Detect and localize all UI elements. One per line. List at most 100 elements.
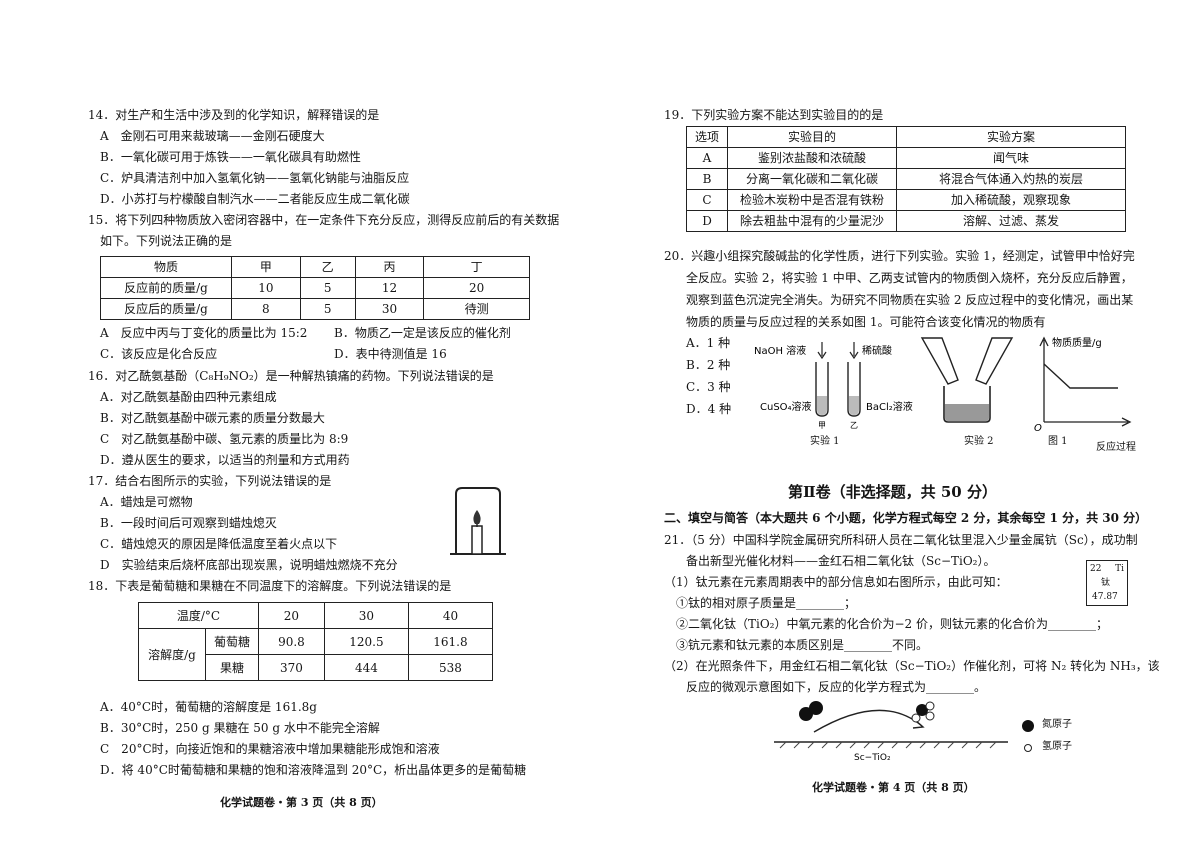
q20-option-b: B．2 种 [686, 358, 731, 372]
table-row: D 除去粗盐中混有的少量泥沙 溶解、过滤、蒸发 [686, 210, 1126, 232]
q17-option-d: D 实验结束后烧杯底部出现炭黑，说明蜡烛燃烧不充分 [100, 558, 398, 572]
section-title: 第Ⅱ卷（非选择题，共 50 分） [788, 483, 997, 501]
q15-option-a: A 反应中丙与丁变化的质量比为 15:2 [100, 326, 308, 340]
table-header: 20 [258, 602, 325, 629]
table-cell: 待测 [423, 298, 530, 320]
table-header: 选项 [686, 126, 728, 148]
origin-label: O [1034, 423, 1042, 434]
table-cell: B [686, 168, 728, 190]
table-cell: 5 [299, 277, 356, 299]
table-cell: 538 [407, 654, 494, 681]
q18-option-c: C 20°C时，向接近饱和的果糖溶液中增加果糖能形成饱和溶液 [100, 742, 440, 756]
titanium-element-card: 22 Ti 钛 47.87 [1086, 560, 1128, 606]
q18-option-a: A．40°C时，葡萄糖的溶解度是 161.8g [100, 700, 317, 714]
q20-option-a: A．1 种 [686, 336, 731, 350]
x-axis-label: 反应过程 [1096, 442, 1136, 453]
table-header: 实验目的 [727, 126, 897, 148]
q20-option-d: D．4 种 [686, 402, 732, 416]
table-cell: 加入稀硫酸，观察现象 [896, 189, 1126, 211]
table-cell: 444 [323, 654, 409, 681]
table-cell: 将混合气体通入灼热的炭层 [896, 168, 1126, 190]
q21-part1a: ①钛的相对原子质量是________； [676, 596, 857, 610]
q17-option-b: B．一段时间后可观察到蜡烛熄灭 [100, 516, 277, 530]
table-cell: 溶解、过滤、蒸发 [896, 210, 1126, 232]
q21-part1: （1）钛元素在元素周期表中的部分信息如右图所示，由此可知： [664, 575, 1008, 589]
atom-legend-icons [1022, 720, 1034, 752]
tube-yi-label: 乙 [850, 421, 858, 430]
table-header: 甲 [231, 256, 301, 278]
q20-option-c: C．3 种 [686, 380, 731, 394]
table-row: 反应后的质量/g 8 5 30 待测 [100, 298, 530, 320]
q16-stem: 16．对乙酰氨基酚（C₈H₉NO₂）是一种解热镇痛的药物。下列说法错误的是 [88, 369, 494, 383]
table-header: 30 [323, 602, 409, 629]
q15-stem-line2: 如下。下列说法正确的是 [100, 234, 233, 248]
q18-option-b: B．30°C时，250 g 果糖在 50 g 水中不能完全溶解 [100, 721, 380, 735]
table-row: 果糖 370 444 538 [139, 654, 494, 681]
table-cell: 90.8 [258, 628, 325, 655]
catalyst-label: Sc−TiO₂ [854, 753, 891, 763]
table-cell: D [686, 210, 728, 232]
table-header: 乙 [299, 256, 356, 278]
table-row: 温度/°C 20 30 40 [138, 602, 494, 629]
q20-line3: 观察到蓝色沉淀完全消失。为研究不同物质在实验 2 反应过程中的变化情况，画出某 [686, 293, 1134, 307]
table-cell: 反应后的质量/g [100, 298, 232, 320]
table-cell: 葡萄糖 [205, 628, 259, 655]
q19-stem: 19．下列实验方案不能达到实验目的的是 [664, 108, 884, 122]
q21-part2-line1: （2）在光照条件下，用金红石相二氧化钛（Sc−TiO₂）作催化剂，可将 N₂ 转… [664, 659, 1160, 673]
table-cell: 除去粗盐中混有的少量泥沙 [727, 210, 897, 232]
q21-part1b: ②二氧化钛（TiO₂）中氧元素的化合价为−2 价，则钛元素的化合价为______… [676, 617, 1108, 631]
q17-option-a: A．蜡烛是可燃物 [100, 495, 193, 509]
left-page: 14．对生产和生活中涉及到的化学知识，解释错误的是 A 金刚石可用来裁玻璃——金… [88, 0, 559, 848]
table-cell: 10 [231, 277, 301, 299]
table-cell: 反应前的质量/g [100, 277, 232, 299]
q21-part2-line2: 反应的微观示意图如下，反应的化学方程式为________。 [686, 680, 987, 694]
table-cell: 鉴别浓盐酸和浓硫酸 [727, 147, 897, 169]
table-row: 选项 实验目的 实验方案 [686, 126, 1126, 148]
table-header: 丙 [354, 256, 425, 278]
table-cell: 溶解度/g [138, 628, 206, 681]
q18-option-d: D．将 40°C时葡萄糖和果糖的饱和溶液降温到 20°C，析出晶体更多的是葡萄糖 [100, 763, 527, 777]
q16-option-a: A．对乙酰氨基酚由四种元素组成 [100, 390, 277, 404]
table-cell: 检验木炭粉中是否混有铁粉 [727, 189, 897, 211]
q14-option-b: B．一氧化碳可用于炼铁——一氧化碳具有助燃性 [100, 150, 361, 164]
atomic-mass: 47.87 [1092, 592, 1118, 602]
h2so4-label: 稀硫酸 [862, 344, 892, 357]
table-cell: 120.5 [323, 628, 409, 655]
q20-line4: 物质的质量与反应过程的关系如图 1。可能符合该变化情况的物质有 [686, 315, 1046, 329]
q17-stem: 17．结合右图所示的实验，下列说法错误的是 [88, 474, 332, 488]
table-cell: 8 [231, 298, 301, 320]
table-row: 溶解度/g 葡萄糖 90.8 120.5 161.8 [138, 628, 494, 681]
table-cell: 5 [299, 298, 356, 320]
table-header: 温度/°C [138, 602, 259, 629]
fig1-caption: 图 1 [1048, 436, 1068, 447]
q16-option-d: D．遵从医生的要求，以适当的剂量和方式用药 [100, 453, 350, 467]
table-header: 丁 [423, 256, 530, 278]
table-row: 反应前的质量/g 10 5 12 20 [100, 277, 530, 299]
legend-hydrogen: 氢原子 [1042, 741, 1072, 752]
q16-option-c: C 对乙酰氨基酚中碳、氢元素的质量比为 8:9 [100, 432, 349, 446]
reaction-micro-diagram: Sc−TiO₂ [774, 701, 1008, 763]
exp2-caption: 实验 2 [964, 436, 994, 447]
naoh-label: NaOH 溶液 [754, 344, 806, 357]
left-page-footer: 化学试题卷・第 3 页（共 8 页） [220, 796, 383, 809]
table-cell: 闻气味 [896, 147, 1126, 169]
table-cell: 果糖 [205, 654, 259, 681]
q17-option-c: C．蜡烛熄灭的原因是降低温度至着火点以下 [100, 537, 338, 551]
section-subtitle: 二、填空与简答（本大题共 6 个小题，化学方程式每空 2 分，其余每空 1 分，… [664, 511, 1148, 525]
q21-line2: 备出新型光催化材料——金红石相二氧化钛（Sc−TiO₂）。 [686, 554, 996, 568]
element-name: 钛 [1101, 578, 1111, 588]
q20-line2: 全反应。实验 2，将实验 1 中甲、乙两支试管内的物质倒入烧杯，充分反应后静置， [686, 271, 1133, 285]
table-row: A 鉴别浓盐酸和浓硫酸 闻气味 [686, 147, 1126, 169]
table-cell: 161.8 [407, 628, 494, 655]
q14-option-c: C．炉具清洁剂中加入氢氧化钠——氢氧化钠能与油脂反应 [100, 171, 410, 185]
legend-nitrogen: 氮原子 [1042, 719, 1072, 730]
q15-table: 物质 甲 乙 丙 丁 反应前的质量/g 10 5 12 20 反应后的质量/g … [100, 256, 530, 320]
table-row: B 分离一氧化碳和二氧化碳 将混合气体通入灼热的炭层 [686, 168, 1126, 190]
table-row: C 检验木炭粉中是否混有铁粉 加入稀硫酸，观察现象 [686, 189, 1126, 211]
table-cell: 12 [354, 277, 425, 299]
q16-option-b: B．对乙酰氨基酚中碳元素的质量分数最大 [100, 411, 325, 425]
table-header: 实验方案 [896, 126, 1126, 148]
q14-option-a: A 金刚石可用来裁玻璃——金刚石硬度大 [100, 129, 325, 143]
right-page: 19．下列实验方案不能达到实验目的的是 选项 实验目的 实验方案 A 鉴别浓盐酸… [664, 0, 1160, 848]
q15-option-d: D．表中待测值是 16 [334, 347, 447, 361]
